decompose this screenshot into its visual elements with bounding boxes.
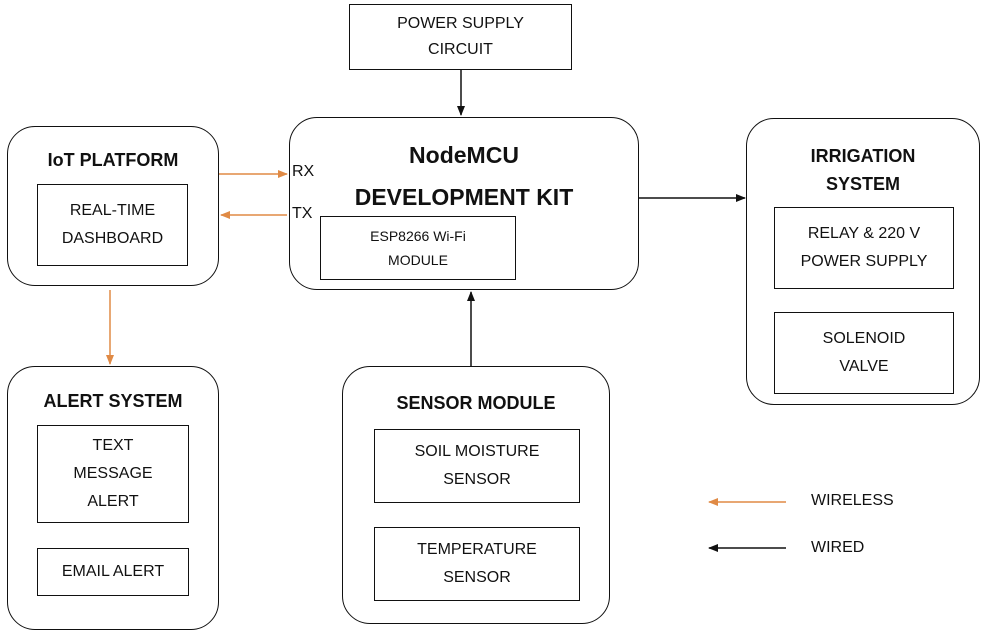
alert-system-title: ALERT SYSTEM xyxy=(43,391,183,411)
solenoid-valve-label: SOLENOID VALVE xyxy=(822,330,906,375)
soil-moisture-sensor-box: SOIL MOISTURE SENSOR xyxy=(374,429,580,503)
nodemcu-box: NodeMCU DEVELOPMENT KIT ESP8266 Wi-Fi MO… xyxy=(289,117,639,290)
power-supply-circuit-box: POWER SUPPLY CIRCUIT xyxy=(349,4,572,70)
relay-power-supply-box: RELAY & 220 V POWER SUPPLY xyxy=(774,207,954,289)
esp8266-wifi-module-label: ESP8266 Wi-Fi MODULE xyxy=(370,228,466,268)
solenoid-valve-box: SOLENOID VALVE xyxy=(774,312,954,394)
esp8266-wifi-module-box: ESP8266 Wi-Fi MODULE xyxy=(320,216,516,280)
relay-power-supply-label: RELAY & 220 V POWER SUPPLY xyxy=(800,225,928,270)
alert-system-box: ALERT SYSTEM TEXT MESSAGE ALERT EMAIL AL… xyxy=(7,366,219,630)
email-alert-box: EMAIL ALERT xyxy=(37,548,189,596)
irrigation-system-box: IRRIGATION SYSTEM RELAY & 220 V POWER SU… xyxy=(746,118,980,405)
sensor-module-box: SENSOR MODULE SOIL MOISTURE SENSOR TEMPE… xyxy=(342,366,610,624)
legend-wireless-label: WIRELESS xyxy=(811,492,894,509)
iot-platform-title: IoT PLATFORM xyxy=(47,150,179,170)
soil-moisture-sensor-label: SOIL MOISTURE SENSOR xyxy=(414,443,540,488)
real-time-dashboard-label: REAL-TIME DASHBOARD xyxy=(61,202,164,247)
text-message-alert-box: TEXT MESSAGE ALERT xyxy=(37,425,189,523)
text-message-alert-label: TEXT MESSAGE ALERT xyxy=(73,437,153,510)
tx-label: TX xyxy=(292,205,313,222)
irrigation-system-title: IRRIGATION SYSTEM xyxy=(810,146,916,194)
sensor-module-title: SENSOR MODULE xyxy=(396,393,556,413)
power-supply-label: POWER SUPPLY CIRCUIT xyxy=(397,15,524,58)
nodemcu-title-line2: DEVELOPMENT KIT xyxy=(354,184,574,210)
rx-label: RX xyxy=(292,163,315,180)
nodemcu-title-line1: NodeMCU xyxy=(409,142,519,168)
legend-wired-label: WIRED xyxy=(811,539,865,556)
iot-platform-box: IoT PLATFORM REAL-TIME DASHBOARD xyxy=(7,126,219,286)
real-time-dashboard-box: REAL-TIME DASHBOARD xyxy=(37,184,188,266)
temperature-sensor-label: TEMPERATURE SENSOR xyxy=(417,541,537,586)
temperature-sensor-box: TEMPERATURE SENSOR xyxy=(374,527,580,601)
email-alert-label: EMAIL ALERT xyxy=(61,563,165,580)
